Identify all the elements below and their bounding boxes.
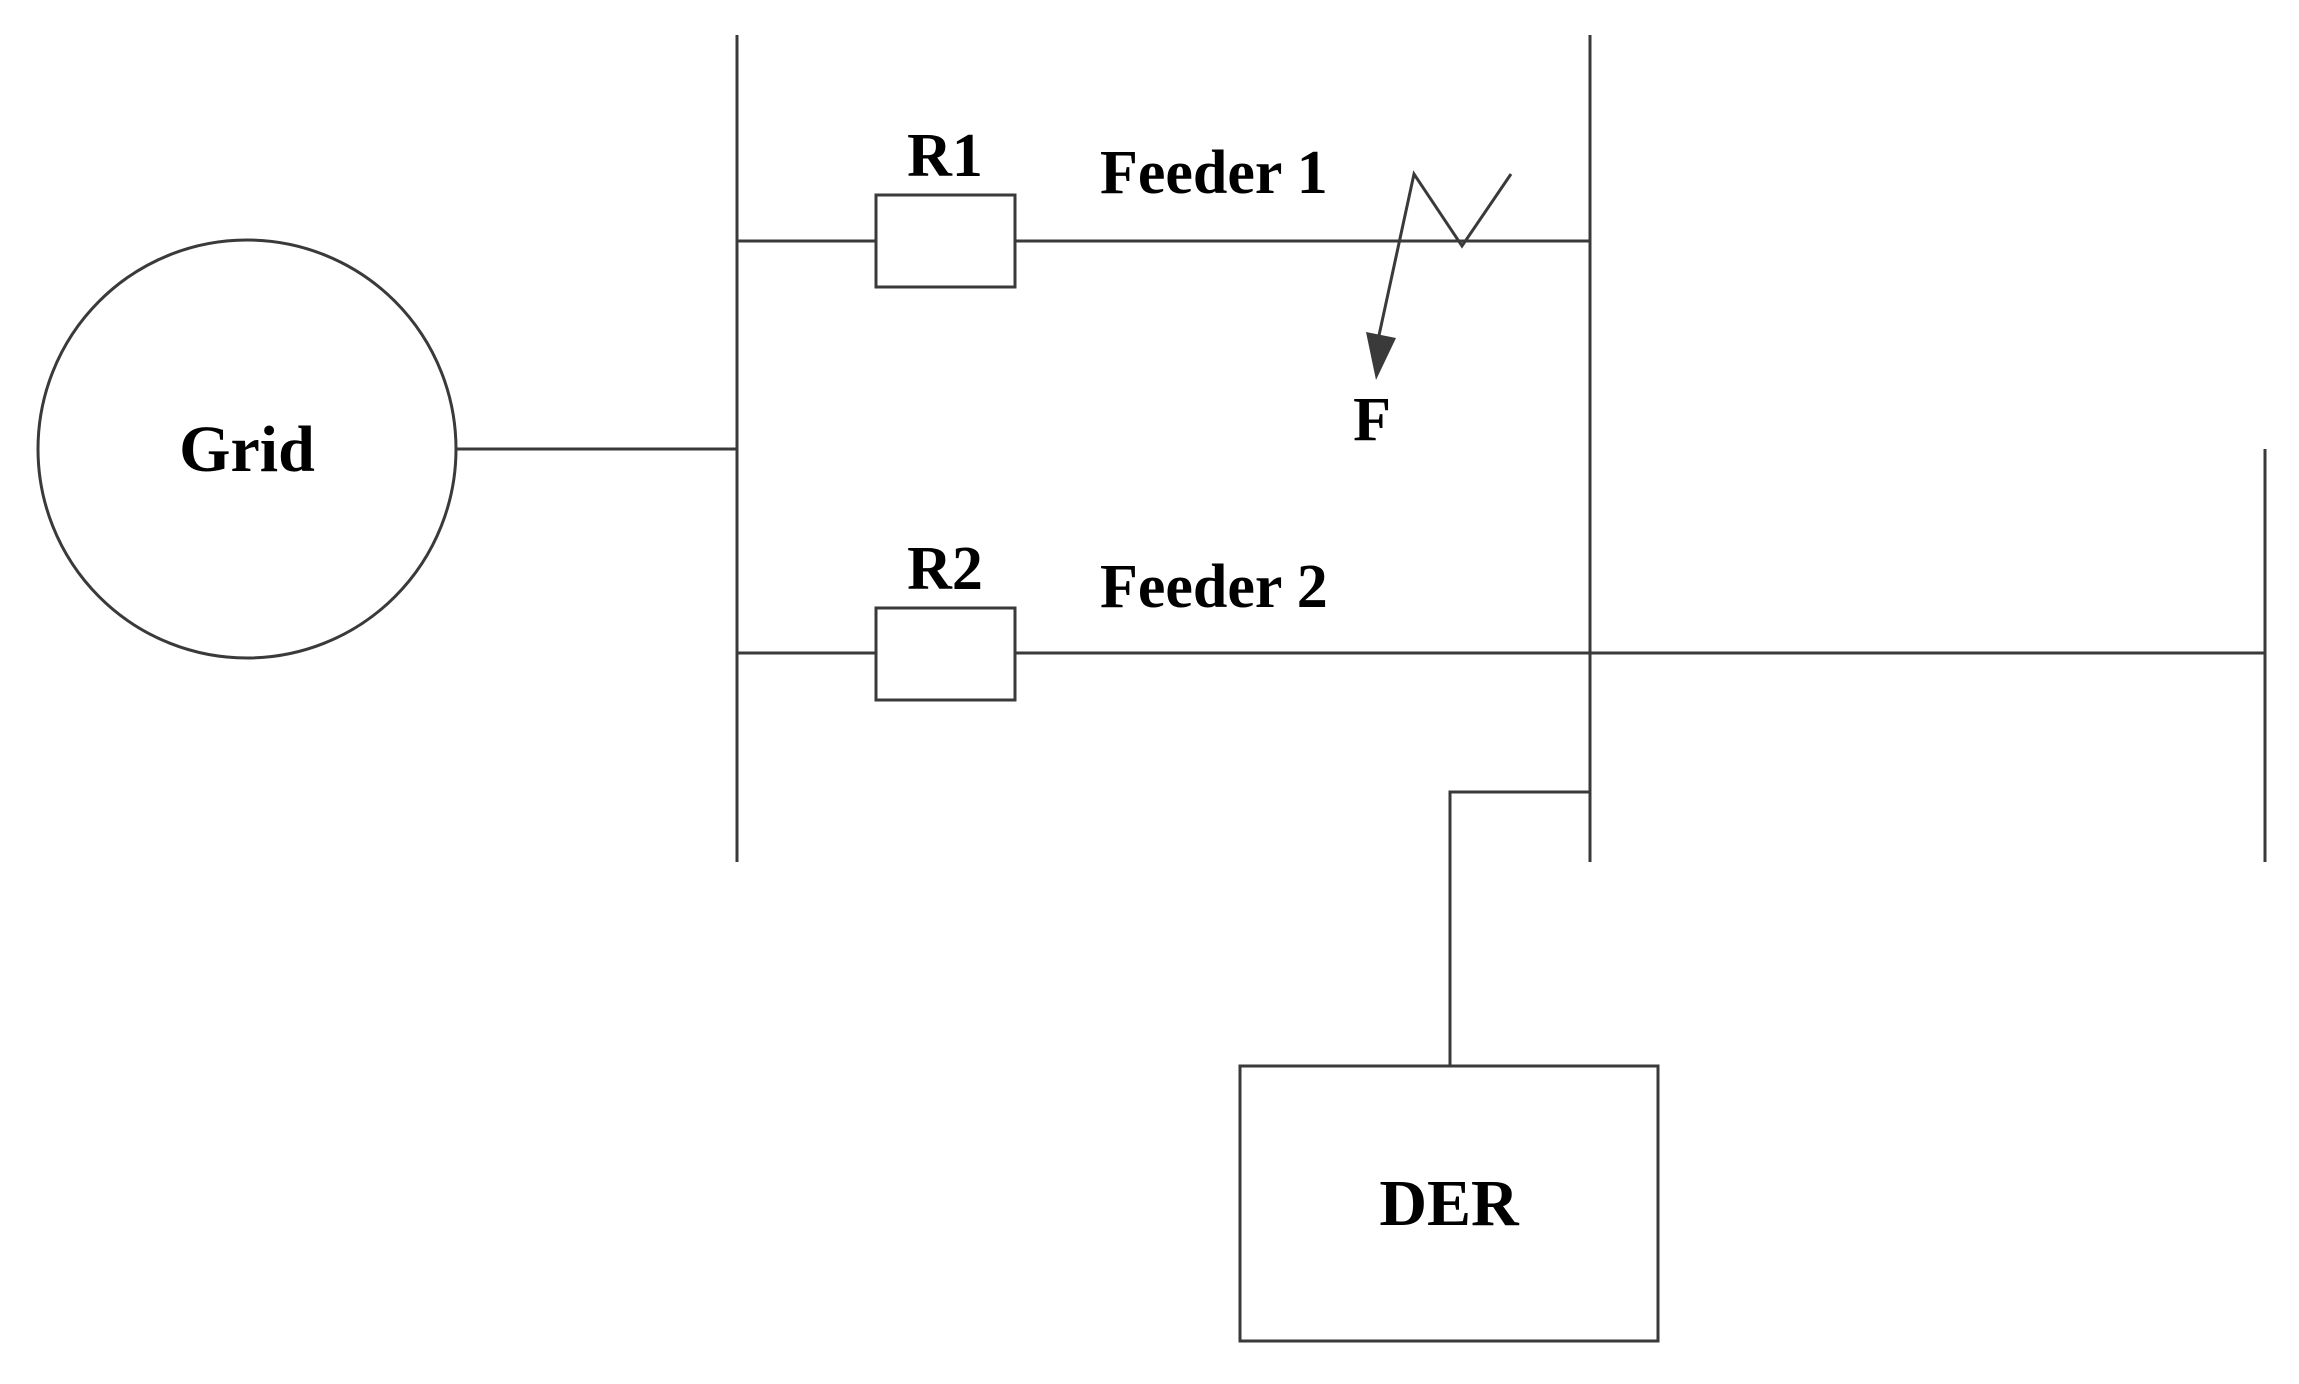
fault-arrow-head	[1366, 332, 1396, 380]
relay-r2-label: R2	[907, 535, 983, 603]
der-label: DER	[1379, 1167, 1520, 1240]
fault-lightning-symbol	[1376, 170, 1513, 341]
feeder-2-label: Feeder 2	[1100, 553, 1328, 621]
fault-label: F	[1353, 386, 1391, 454]
relay-r1-label: R1	[907, 122, 983, 190]
relay-r1-box	[874, 193, 1017, 289]
relay-r2-box	[874, 606, 1017, 702]
grid-label: Grid	[179, 413, 315, 486]
der-box	[1238, 1064, 1660, 1343]
feeder-1-label: Feeder 1	[1100, 139, 1328, 207]
der-connection-line	[1448, 790, 1590, 1066]
